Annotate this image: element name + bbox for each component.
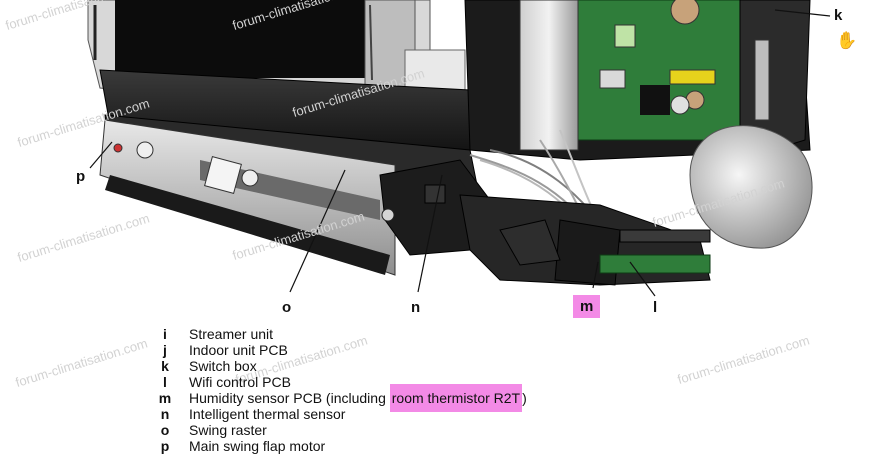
legend-row: n Intelligent thermal sensor	[150, 406, 527, 422]
lower-bracket	[459, 194, 711, 286]
swing-raster	[99, 119, 396, 276]
side-panel	[689, 0, 813, 249]
leader-lines	[89, 9, 831, 297]
switch-box	[464, 0, 811, 161]
legend-label: Intelligent thermal sensor	[189, 406, 346, 422]
callout-o: o	[282, 299, 292, 316]
legend-label: Indoor unit PCB	[189, 342, 288, 358]
legend-label: Streamer unit	[189, 326, 274, 342]
callout-m: m	[573, 295, 601, 318]
legend-label: Main swing flap motor	[189, 438, 326, 454]
legend-label-start: Humidity sensor PCB (including	[189, 390, 390, 406]
legend-label-highlight: room thermistor R2T	[389, 384, 523, 412]
legend-row: m Humidity sensor PCB (including room th…	[150, 384, 527, 412]
legend-key: i	[163, 326, 167, 342]
legend-row: i Streamer unit	[150, 326, 527, 342]
legend-key: p	[160, 438, 170, 454]
callout-k: k	[834, 7, 843, 24]
legend-label: Swing raster	[189, 422, 267, 438]
legend-key: k	[161, 358, 169, 374]
legend-row: l Wifi control PCB	[150, 374, 527, 390]
callout-n: n	[411, 299, 421, 316]
legend-row: k Switch box	[150, 358, 527, 374]
legend-row: j Indoor unit PCB	[150, 342, 527, 358]
legend: i Streamer unit j Indoor unit PCB k Swit…	[150, 326, 527, 454]
callout-l: l	[653, 299, 658, 316]
legend-label: Wifi control PCB	[189, 374, 291, 390]
legend-row: p Main swing flap motor	[150, 438, 527, 454]
legend-key: m	[158, 390, 172, 406]
legend-key: o	[160, 422, 170, 438]
legend-label-end: )	[522, 390, 527, 406]
legend-key: l	[163, 374, 167, 390]
legend-row: o Swing raster	[150, 422, 527, 438]
legend-key: j	[163, 342, 167, 358]
callout-p: p	[76, 168, 86, 185]
legend-label: Humidity sensor PCB (including room ther…	[180, 384, 527, 412]
legend-key: n	[160, 406, 170, 422]
hand-cursor-icon: ✋	[836, 31, 858, 50]
legend-label: Switch box	[189, 358, 257, 374]
